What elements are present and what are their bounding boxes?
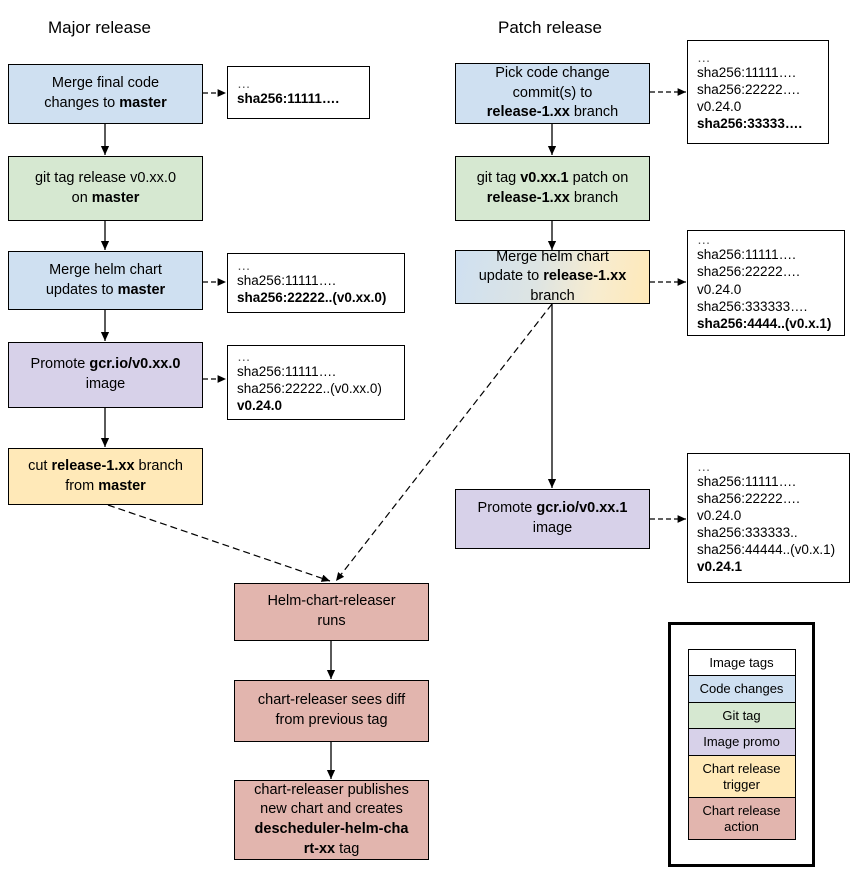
annotation-a3: … sha256:11111…. sha256:22222..(v0.xx.0)…: [227, 345, 405, 420]
annotation-b3-line-2: sha256:22222….: [697, 490, 800, 506]
legend-item-code-changes: Code changes: [687, 676, 796, 703]
annotation-a1: … sha256:11111….: [227, 66, 370, 119]
annotation-b1-line-0: …: [697, 49, 712, 65]
annotation-b2-line-3: v0.24.0: [697, 281, 742, 297]
annotation-b3-line-0: …: [697, 458, 712, 474]
annotation-b3: … sha256:11111…. sha256:22222…. v0.24.0 …: [687, 453, 850, 583]
legend-item-chart-release-trigger: Chart release trigger: [687, 756, 796, 799]
annotation-b1: … sha256:11111…. sha256:22222…. v0.24.0 …: [687, 40, 829, 144]
edge-dashed-cut-to-releaser: [107, 504, 331, 582]
annotation-a3-line-2: sha256:22222..(v0.xx.0): [237, 381, 382, 396]
annotation-a3-line-1: sha256:11111….: [237, 363, 336, 379]
annotation-a2-line-1: sha256:11111….: [237, 272, 336, 288]
annotation-b2-line-4: sha256:333333….: [697, 298, 808, 314]
annotation-b3-line-5: sha256:44444..(v0.x.1): [697, 542, 836, 558]
annotation-b1-line-3: v0.24.0: [697, 99, 742, 115]
legend-item-image-tags: Image tags: [687, 648, 796, 677]
annotation-b2: … sha256:11111…. sha256:22222…. v0.24.0 …: [687, 230, 845, 336]
legend-item-git-tag-label: Git tag: [722, 707, 761, 723]
annotation-b3-line-4: sha256:333333..: [697, 525, 798, 541]
legend-item-chart-release-trigger-label: Chart release trigger: [702, 761, 781, 792]
column-title-patch: Patch release: [498, 18, 602, 37]
annotation-b2-line-1: sha256:11111….: [697, 247, 796, 263]
annotation-a1-line-1: sha256:11111….: [237, 91, 340, 106]
annotation-b3-line-1: sha256:11111….: [697, 473, 796, 489]
annotation-b2-line-5: sha256:4444..(v0.x.1): [697, 315, 832, 331]
legend-item-image-promo-label: Image promo: [703, 734, 780, 750]
annotation-a3-line-3: v0.24.0: [237, 398, 283, 414]
annotation-b1-line-4: sha256:33333….: [697, 116, 803, 132]
annotation-a2-line-0: …: [237, 257, 252, 273]
annotation-a2-line-2: sha256:22222..(v0.xx.0): [237, 290, 387, 306]
annotation-b1-line-1: sha256:11111….: [697, 64, 796, 80]
annotation-b3-line-3: v0.24.0: [697, 507, 742, 523]
annotation-a3-line-0: …: [237, 348, 252, 364]
legend-item-git-tag: Git tag: [687, 702, 796, 730]
column-title-major: Major release: [48, 18, 151, 37]
legend-item-image-promo: Image promo: [687, 729, 796, 756]
annotation-a1-line-0: …: [237, 75, 252, 91]
legend-item-image-tags-label: Image tags: [709, 654, 774, 670]
legend-item-chart-release-action: Chart release action: [687, 798, 796, 841]
legend-panel: Image tags Code changes Git tag Image pr…: [668, 622, 815, 867]
annotation-a2: … sha256:11111…. sha256:22222..(v0.xx.0): [227, 253, 405, 313]
annotation-b1-line-2: sha256:22222….: [697, 81, 800, 97]
annotation-b2-line-2: sha256:22222….: [697, 264, 800, 280]
annotation-b3-line-6: v0.24.1: [697, 559, 743, 575]
annotation-b2-line-0: …: [697, 232, 712, 248]
legend-item-chart-release-action-label: Chart release action: [702, 803, 781, 834]
legend-item-code-changes-label: Code changes: [699, 681, 784, 697]
